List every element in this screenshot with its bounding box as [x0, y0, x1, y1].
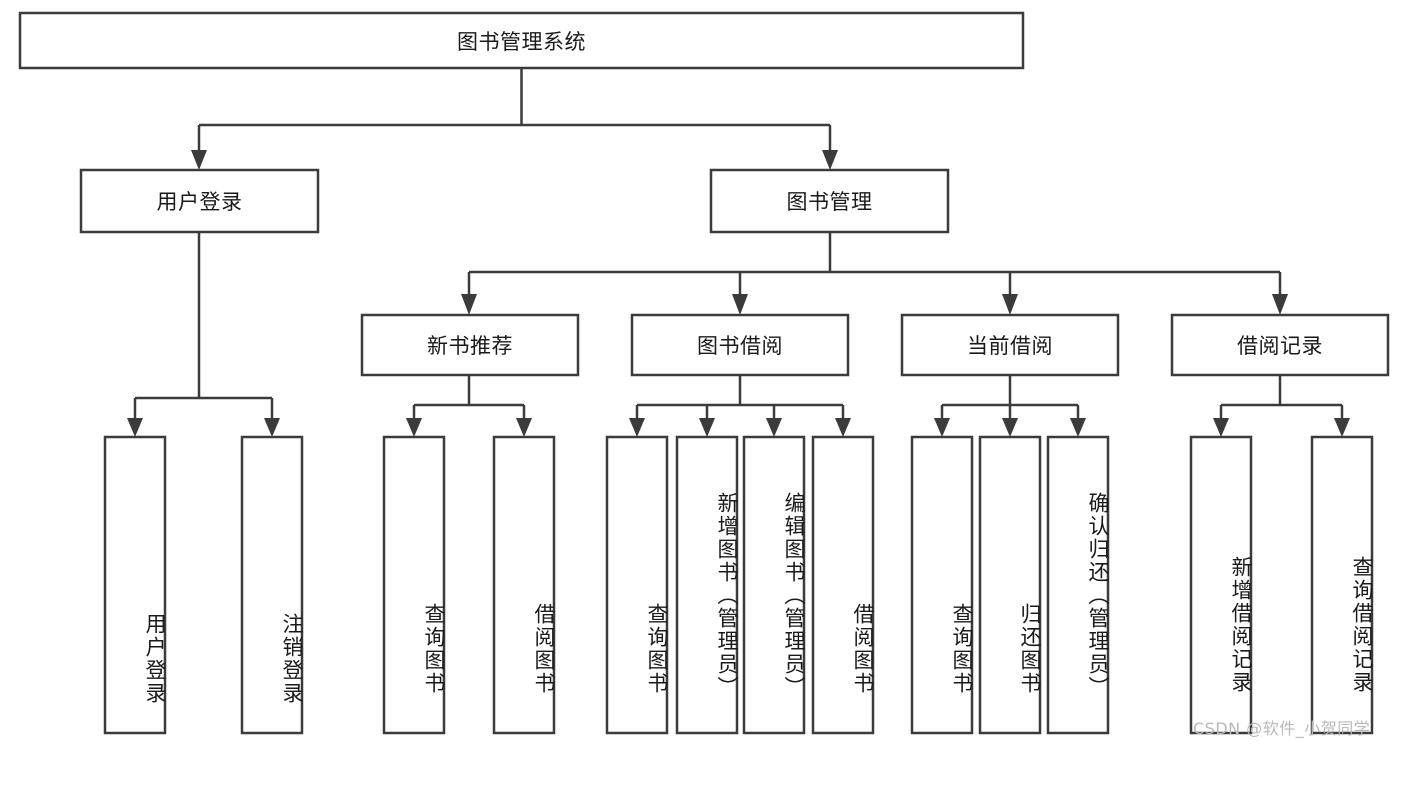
node-current-borrow-box[interactable]	[900, 313, 1120, 377]
node-root-box[interactable]	[18, 11, 1025, 70]
leaf-box[interactable]	[742, 435, 806, 735]
leaf-box[interactable]	[1189, 435, 1253, 735]
connector-group-current-borrow	[934, 375, 1086, 437]
leaf-box[interactable]	[1046, 435, 1110, 735]
csdn-watermark: CSDN @软件_小贺同学	[1193, 719, 1371, 738]
connector-group-borrow-record	[1213, 375, 1350, 437]
node-book-manage-box[interactable]	[709, 168, 950, 234]
leaf-box[interactable]	[910, 435, 974, 735]
connector-group-user-login	[127, 232, 280, 437]
leaf-box[interactable]	[605, 435, 669, 735]
connector-group-book-manage	[461, 232, 1288, 315]
node-new-book-box[interactable]	[360, 313, 580, 377]
node-borrow-record-box[interactable]	[1170, 313, 1390, 377]
leaf-box[interactable]	[103, 435, 167, 735]
node-user-login-box[interactable]	[79, 168, 320, 234]
node-book-borrow-box[interactable]	[630, 313, 850, 377]
leaf-box[interactable]	[382, 435, 446, 735]
leaf-box[interactable]	[240, 435, 304, 735]
leaf-box[interactable]	[675, 435, 739, 735]
connector-group-root	[191, 68, 838, 170]
diagram-canvas	[18, 11, 1390, 735]
hierarchy-diagram: 图书管理系统 用户登录 图书管理 新书推荐 图书借阅 当前借阅 借阅记录 用户登…	[18, 11, 1390, 738]
leaf-box[interactable]	[811, 435, 875, 735]
leaf-box[interactable]	[1310, 435, 1374, 735]
connector-group-new-book	[406, 375, 532, 437]
leaf-box[interactable]	[978, 435, 1042, 735]
connector-group-book-borrow	[629, 375, 851, 437]
leaf-box[interactable]	[492, 435, 556, 735]
